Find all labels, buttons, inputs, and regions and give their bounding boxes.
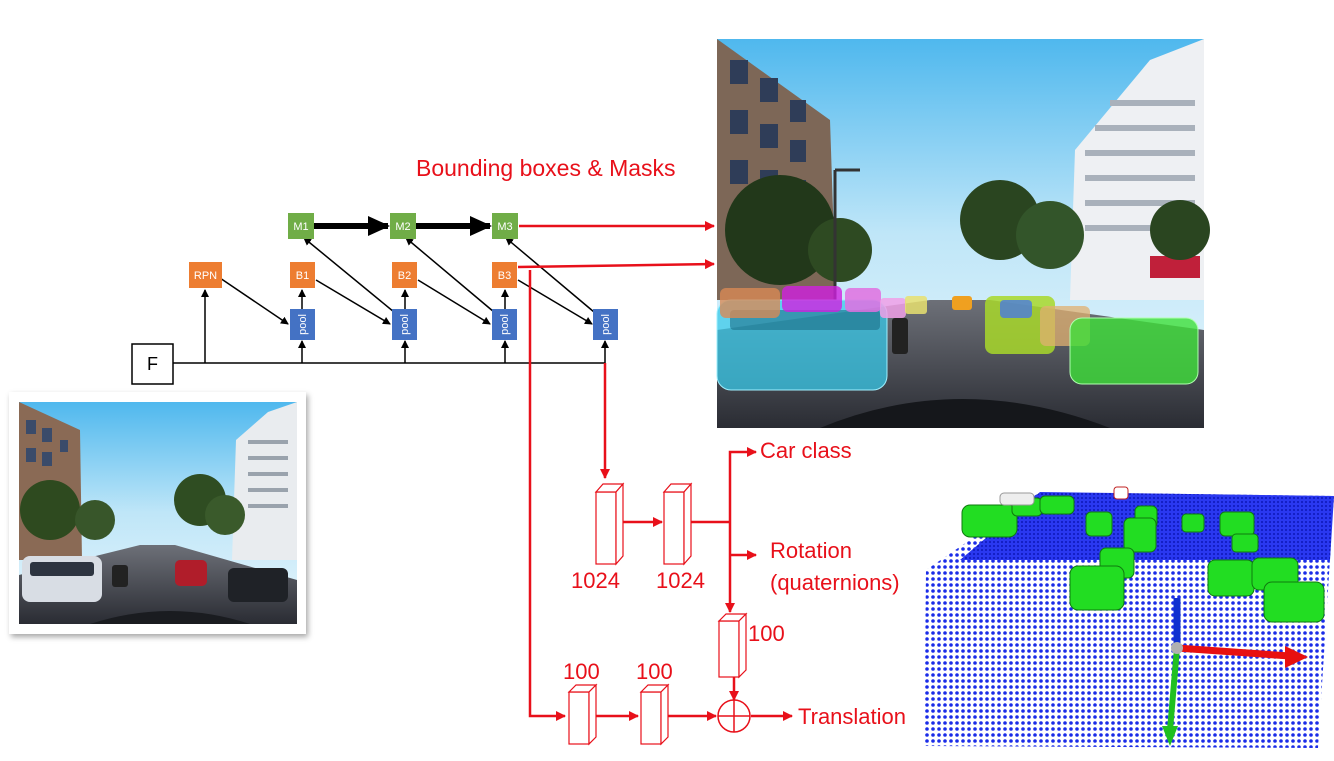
rpn-label: RPN <box>194 270 217 282</box>
input-image <box>9 392 306 634</box>
m3-label: M3 <box>497 221 512 233</box>
pool-node-3: pool <box>492 309 517 340</box>
output-arrows <box>517 221 793 721</box>
sum-node <box>717 699 751 733</box>
roi-feature-lines <box>173 237 609 364</box>
b3-label: B3 <box>498 270 511 282</box>
box-head-b1: B1 <box>290 262 315 288</box>
3d-pose-output <box>924 486 1334 748</box>
pool-3-label: pool <box>499 314 511 335</box>
fc-layer-100-top <box>717 612 748 679</box>
fc-layer-100-b <box>639 683 670 746</box>
fc-layer-100-a <box>567 683 598 746</box>
fc-100-b-label: 100 <box>636 659 673 684</box>
b2-label: B2 <box>398 270 411 282</box>
feature-node: F <box>131 343 174 385</box>
pool-node-1: pool <box>290 309 315 340</box>
fc-100-top-label: 100 <box>748 621 785 646</box>
pool-node-4: pool <box>593 309 618 340</box>
rpn-node: RPN <box>189 262 222 288</box>
car-class-label: Car class <box>760 438 852 463</box>
feature-label: F <box>147 354 158 374</box>
quaternions-label: (quaternions) <box>770 570 900 595</box>
fc-100-a-label: 100 <box>563 659 600 684</box>
pool-2-label: pool <box>399 314 411 335</box>
fc-layer-1024-b <box>662 482 693 566</box>
mask-head-m3: M3 <box>492 213 518 239</box>
pool-4-label: pool <box>600 314 612 335</box>
box-head-b2: B2 <box>392 262 417 288</box>
mask-output-image <box>716 39 1210 428</box>
translation-label: Translation <box>798 704 906 729</box>
pool-1-label: pool <box>297 314 309 335</box>
bbox-masks-label: Bounding boxes & Masks <box>416 155 676 181</box>
m1-label: M1 <box>293 221 308 233</box>
fc-layer-1024-a <box>594 482 625 566</box>
box-head-b3: B3 <box>492 262 517 288</box>
b1-label: B1 <box>296 270 309 282</box>
pool-node-2: pool <box>392 309 417 340</box>
m2-label: M2 <box>395 221 410 233</box>
fc-1024-a-label: 1024 <box>571 568 620 593</box>
mask-head-m1: M1 <box>288 213 314 239</box>
fc-1024-b-label: 1024 <box>656 568 705 593</box>
mask-head-m2: M2 <box>390 213 416 239</box>
rotation-label: Rotation <box>770 538 852 563</box>
